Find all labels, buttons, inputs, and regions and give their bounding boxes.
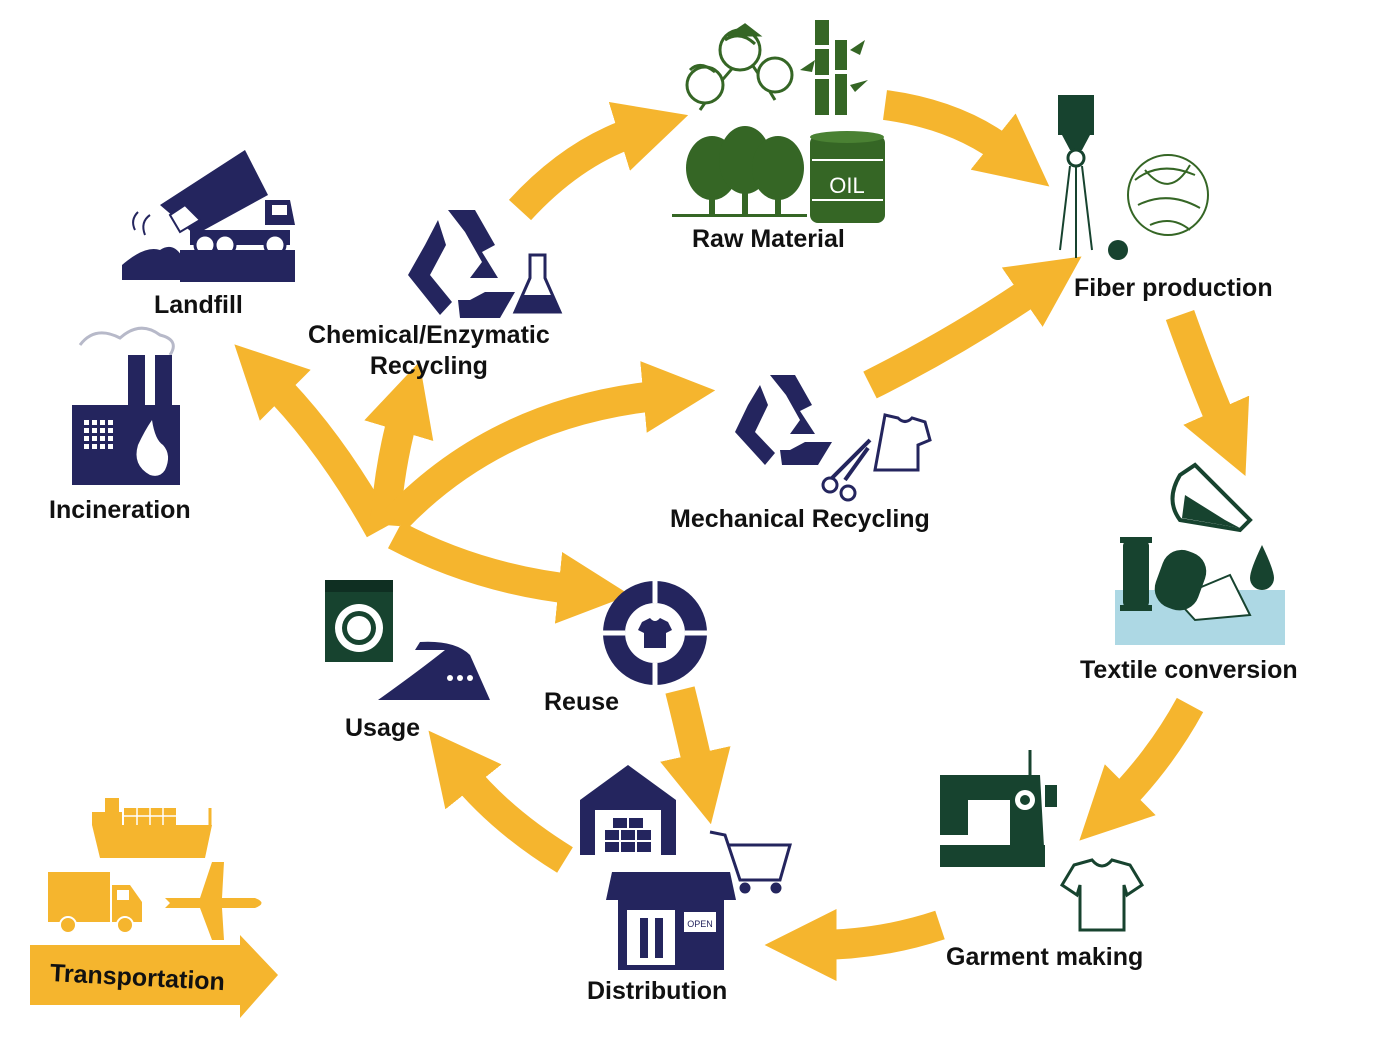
arrow-textile-to-garment: [1079, 697, 1204, 841]
factory-icon: [72, 326, 180, 485]
airplane-icon: [165, 862, 262, 940]
transportation-arrow: [30, 935, 278, 1018]
storefront-icon: OPEN: [606, 872, 736, 970]
fabric-roll-icon: [1154, 549, 1252, 622]
textile-conversion-label: Textile conversion: [1080, 656, 1298, 684]
sewing-machine-icon: [940, 750, 1057, 867]
fiber-production-label: Fiber production: [1074, 274, 1273, 302]
flask-icon: [1170, 462, 1253, 533]
bamboo-icon: [800, 20, 868, 115]
flame-icon: [136, 420, 169, 476]
arrow-garment-to-distribution: [764, 908, 945, 981]
cotton-plant-icon: [685, 23, 794, 111]
trees-icon: [672, 126, 807, 217]
shop-sign: OPEN: [687, 919, 713, 929]
chemical-recycling-line2: Recycling: [369, 352, 488, 381]
oil-label: OIL: [829, 173, 864, 198]
arrow-hub-to-mechanical: [384, 361, 716, 531]
arrow-reuse-to-distribution: [660, 686, 731, 825]
arrow-mechanical-to-fiber: [863, 256, 1082, 399]
water-drop-icon: [1250, 545, 1274, 590]
iron-icon: [378, 641, 490, 700]
flow-arrows: [234, 90, 1250, 981]
washing-machine-icon: [325, 580, 393, 662]
mechanical-recycling-label: Mechanical Recycling: [670, 505, 930, 533]
cargo-ship-icon: [92, 798, 212, 858]
reuse-label: Reuse: [544, 688, 620, 716]
arrow-chemical-to-raw: [508, 101, 689, 221]
recycle-icon: [735, 375, 832, 465]
scissors-icon: [821, 413, 932, 502]
arrow-distribution-to-usage: [428, 730, 573, 873]
flask-icon: [512, 253, 563, 314]
chemical-recycling-line1: Chemical/Enzymatic: [308, 321, 550, 349]
chemical-recycling-label: Chemical/Enzymatic Recycling: [308, 320, 550, 383]
landfill-label: Landfill: [154, 291, 243, 319]
recycle-icon: [408, 210, 515, 318]
distribution-label: Distribution: [587, 977, 728, 1005]
reuse-cycle-icon: [603, 581, 707, 685]
truck-icon: [48, 872, 142, 934]
spinneret-icon: [1058, 95, 1128, 260]
t-shirt-icon: [1059, 858, 1145, 932]
thread-spool-icon: [1120, 537, 1152, 611]
arrow-hub-to-landfill: [234, 344, 394, 538]
arrow-raw-to-fiber: [882, 90, 1050, 187]
incineration-label: Incineration: [49, 496, 191, 524]
garment-making-label: Garment making: [946, 943, 1144, 971]
shopping-cart-icon: [709, 830, 792, 894]
fiber-ball-icon: [1127, 154, 1209, 236]
arrow-hub-to-reuse: [387, 521, 631, 624]
raw-material-label: Raw Material: [692, 225, 845, 253]
dump-truck-icon: [122, 150, 295, 282]
warehouse-icon: [580, 765, 676, 855]
arrow-fiber-to-textile: [1165, 309, 1250, 477]
usage-label: Usage: [345, 714, 421, 742]
oil-barrel-icon: OIL: [810, 131, 885, 223]
